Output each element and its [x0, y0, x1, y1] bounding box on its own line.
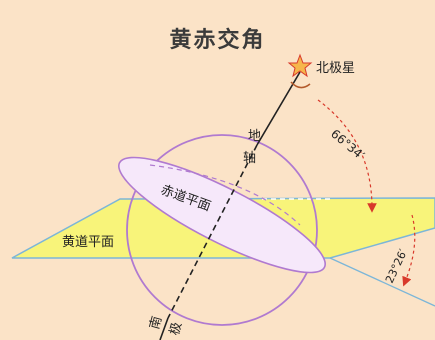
earth-axis-bottom	[159, 317, 169, 340]
earth-sphere	[126, 134, 318, 326]
north-star-label: 北极星	[316, 61, 355, 76]
angle-arc-axis	[317, 99, 377, 213]
earth-axis-label-2: 轴	[243, 151, 256, 166]
earth-axis-label-1: 地	[248, 129, 261, 144]
angle-arc-obliquity	[402, 214, 416, 287]
equatorial-back-dashed	[149, 164, 301, 226]
south-pole-label-2: 极	[167, 321, 185, 337]
earth-axis-top	[256, 71, 301, 146]
angle-axis-label: 66°34′	[328, 127, 367, 163]
diagram-title: 黄赤交角	[169, 27, 266, 53]
south-pole-label-1: 南	[146, 314, 165, 331]
ecliptic-edge-line	[329, 257, 435, 307]
angle-obliquity-label: 23°26′	[383, 247, 410, 286]
rotation-arrow	[290, 81, 311, 89]
earth-axis-inner	[167, 144, 258, 319]
star-icon	[287, 53, 313, 78]
ecliptic-plane-label: 黄道平面	[62, 235, 114, 250]
